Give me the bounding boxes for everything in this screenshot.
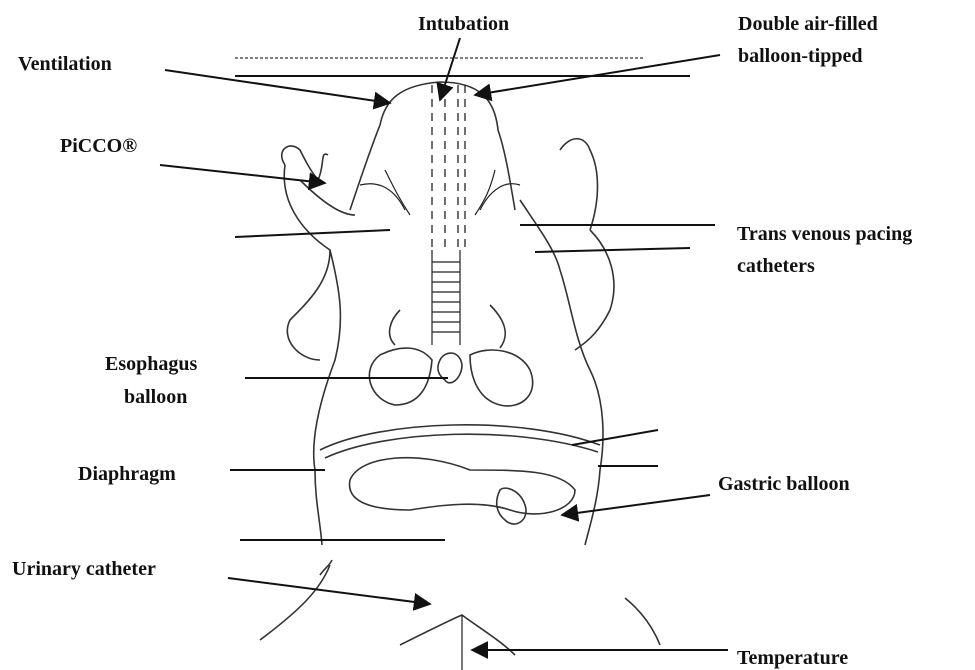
label-balloon: balloon <box>124 386 187 408</box>
label-balloon-tipped: balloon-tipped <box>738 45 862 67</box>
label-diaphragm: Diaphragm <box>78 463 176 485</box>
label-picco: PiCCO® <box>60 135 137 157</box>
rat-body <box>260 82 660 670</box>
catheter-lines <box>432 85 465 250</box>
label-intubation: Intubation <box>418 13 509 35</box>
label-esophagus: Esophagus <box>105 353 197 375</box>
label-transvenous-pacing: Trans venous pacing <box>737 223 912 245</box>
label-temperature: Temperature <box>737 647 848 669</box>
label-urinary-catheter: Urinary catheter <box>12 558 156 580</box>
label-catheters: catheters <box>737 255 815 277</box>
label-double-air-filled: Double air-filled <box>738 13 878 35</box>
leader-lines <box>160 38 728 650</box>
label-gastric-balloon: Gastric balloon <box>718 473 850 495</box>
label-ventilation: Ventilation <box>18 53 112 75</box>
